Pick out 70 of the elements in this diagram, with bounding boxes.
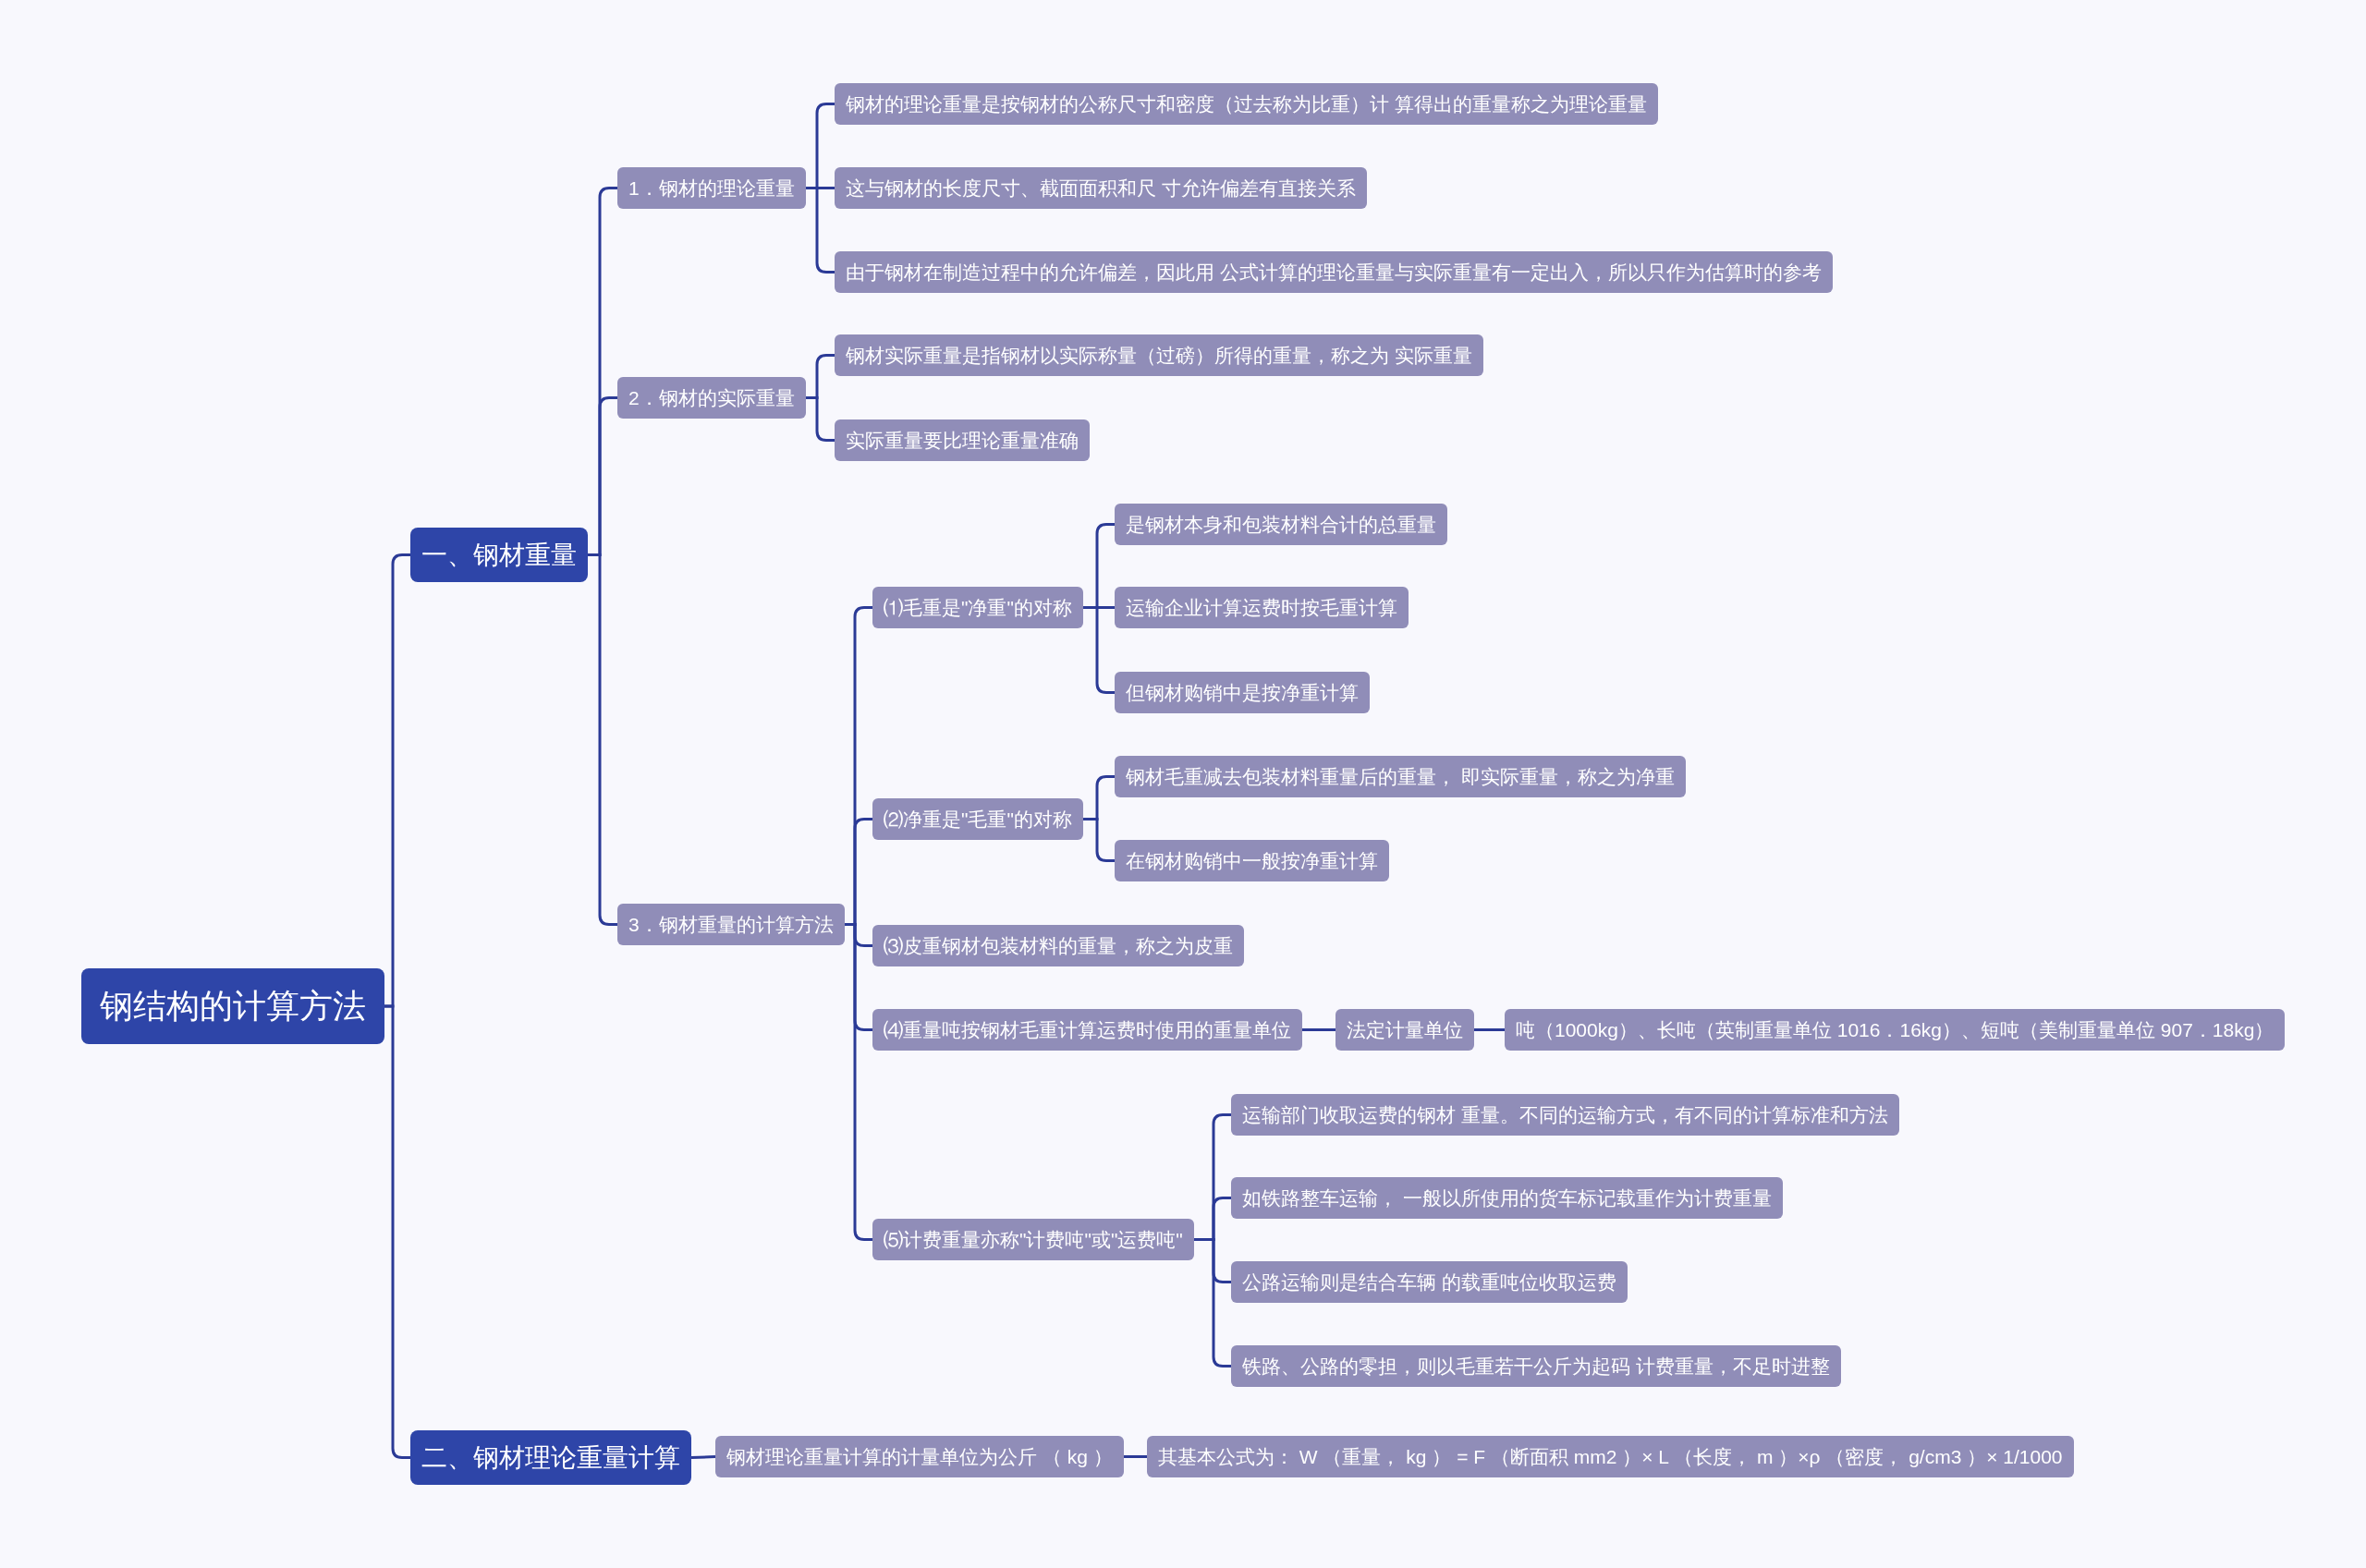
- topic-text: 运输部门收取运费的钢材 重量。不同的运输方式，有不同的计算标准和方法: [1242, 1102, 1888, 1127]
- topic-text: ⑶皮重钢材包装材料的重量，称之为皮重: [884, 933, 1233, 958]
- topic-text: ⑴毛重是"净重"的对称: [884, 595, 1072, 620]
- subtopic-box: [617, 904, 845, 945]
- connector-line: [1302, 1028, 1335, 1031]
- connector-line: [806, 396, 835, 442]
- subtopic-box: [617, 167, 806, 209]
- topic-text: 钢材实际重量是指钢材以实际称量（过磅）所得的重量，称之为 实际重量: [846, 343, 1472, 368]
- connector-line: [588, 553, 617, 926]
- connector-line: [806, 187, 835, 273]
- topic-text: 如铁路整车运输， 一般以所使用的货车标记载重作为计费重量: [1242, 1185, 1772, 1210]
- topic-text: 在钢材购销中一般按净重计算: [1126, 848, 1378, 873]
- subtopic-box: [1231, 1177, 1783, 1219]
- subtopic-box: [835, 167, 1367, 209]
- topic-text: 其基本公式为： W （重量， kg ） = F （断面积 mm2 ）× L （长度， m ）×ρ （密度， g/cm3 ）× 1/1000: [1158, 1444, 2063, 1469]
- topic-text: ⑵净重是"毛重"的对称: [884, 807, 1072, 832]
- topic-text: 2．钢材的实际重量: [628, 385, 795, 410]
- connector-line: [690, 1455, 716, 1459]
- topic-text: 实际重量要比理论重量准确: [846, 428, 1079, 453]
- topic-text: 公路运输则是结合车辆 的载重吨位收取运费: [1242, 1270, 1616, 1295]
- subtopic-box: [1231, 1094, 1899, 1136]
- topic-text: ⑷重量吨按钢材毛重计算运费时使用的重量单位: [884, 1017, 1291, 1042]
- connector-line: [1083, 606, 1115, 694]
- root-topic: [81, 968, 384, 1044]
- connector-line: [1124, 1455, 1147, 1458]
- subtopic-box: [617, 377, 806, 419]
- topic-text: ⑸计费重量亦称"计费吨"或"运费吨": [884, 1227, 1183, 1252]
- subtopic-box: [1147, 1436, 2074, 1477]
- topic-text: 这与钢材的长度尺寸、截面面积和尺 寸允许偏差有直接关系: [846, 176, 1356, 201]
- topic-text: 钢材理论重量计算的计量单位为公斤 （ kg ）: [726, 1444, 1113, 1469]
- subtopic-box: [1115, 504, 1447, 545]
- subtopic-box: [872, 798, 1083, 840]
- subtopic-box: [872, 925, 1244, 966]
- topic-text: 一、钢材重量: [421, 539, 577, 571]
- subtopic-box: [1231, 1261, 1628, 1303]
- subtopic-box: [835, 251, 1833, 293]
- connector-line: [845, 923, 872, 1241]
- subtopic-box: [1505, 1009, 2286, 1051]
- topic-text: 运输企业计算运费时按毛重计算: [1126, 595, 1397, 620]
- subtopic-box: [1115, 587, 1409, 628]
- subtopic-box: [1115, 756, 1686, 797]
- subtopic-box: [835, 83, 1658, 125]
- subtopic-box: [872, 1219, 1194, 1260]
- subtopic-box: [1115, 840, 1389, 881]
- topic-text: 钢结构的计算方法: [100, 986, 366, 1027]
- main-topic: [410, 1430, 691, 1485]
- subtopic-box: [1335, 1009, 1474, 1051]
- topic-text: 由于钢材在制造过程中的允许偏差，因此用 公式计算的理论重量与实际重量有一定出入，所以只作为估算时的参考: [846, 260, 1822, 285]
- connector-line: [1083, 818, 1115, 862]
- topic-text: 吨（1000kg）、长吨（英制重量单位 1016．16kg）、短吨（美制重量单位 907．18kg）: [1516, 1017, 2275, 1042]
- topic-text: 是钢材本身和包装材料合计的总重量: [1126, 512, 1436, 537]
- topic-text: 钢材的理论重量是按钢材的公称尺寸和密度（过去称为比重）计 算得出的重量称之为理论重量: [846, 91, 1647, 116]
- subtopic-box: [715, 1436, 1124, 1477]
- subtopic-box: [872, 1009, 1302, 1051]
- topic-text: 3．钢材重量的计算方法: [628, 912, 834, 937]
- connector-line: [384, 1004, 410, 1459]
- subtopic-box: [1115, 672, 1370, 713]
- subtopic-box: [835, 419, 1090, 461]
- topic-text: 二、钢材理论重量计算: [421, 1441, 680, 1474]
- subtopic-box: [872, 587, 1083, 628]
- subtopic-box: [1231, 1345, 1841, 1387]
- topic-text: 铁路、公路的零担，则以毛重若干公斤为起码 计费重量，不足时进整: [1242, 1354, 1830, 1379]
- subtopic-box: [835, 334, 1483, 376]
- topic-text: 钢材毛重减去包装材料重量后的重量， 即实际重量，称之为净重: [1126, 764, 1675, 789]
- main-topic: [410, 528, 588, 582]
- connector-line: [1194, 1238, 1231, 1367]
- topic-text: 1．钢材的理论重量: [628, 176, 795, 201]
- connector-line: [1474, 1028, 1505, 1031]
- topic-text: 但钢材购销中是按净重计算: [1126, 680, 1359, 705]
- topic-text: 法定计量单位: [1347, 1017, 1463, 1042]
